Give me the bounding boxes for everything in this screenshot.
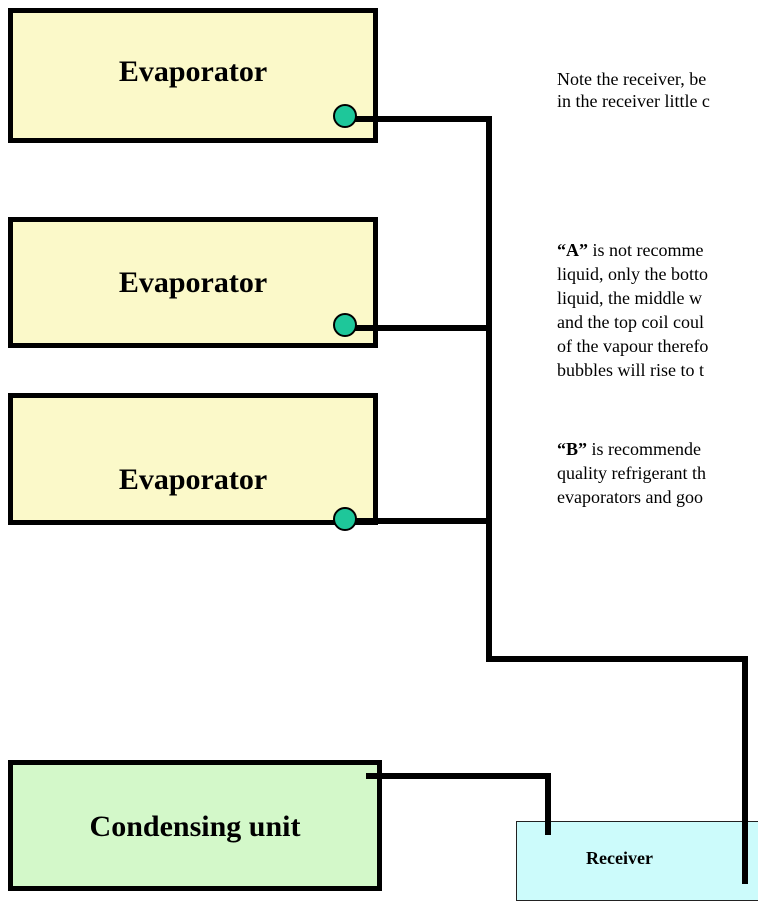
liquid-header-pipe: [486, 116, 492, 662]
note-b-key: “B”: [557, 439, 588, 459]
note-a-line-3: liquid, the middle w: [557, 288, 702, 308]
note-a-key: “A”: [557, 240, 588, 260]
receiver-inlet-pipe-inner: [545, 821, 551, 835]
evaporator-1-connector-icon: [333, 104, 357, 128]
evaporator-box-1: Evaporator: [8, 8, 378, 143]
receiver-note-line-2: in the receiver little c: [557, 91, 710, 111]
evaporator-1-outlet-pipe: [352, 116, 492, 122]
condensing-unit-label: Condensing unit: [89, 810, 301, 843]
receiver-note-line-1: Note the receiver, be: [557, 69, 707, 89]
receiver-label: Receiver: [586, 848, 653, 868]
evaporator-label-1: Evaporator: [118, 55, 268, 88]
note-b-line-3: evaporators and goo: [557, 487, 703, 507]
receiver-dip-pipe: [742, 656, 748, 884]
note-b-line-1: “B” is recommende: [557, 438, 701, 460]
evaporator-box-2: Evaporator: [8, 217, 378, 348]
note-a-line-1: “A” is not recomme: [557, 239, 703, 261]
liquid-line-horizontal-pipe: [486, 656, 748, 662]
note-b-text-1: is recommende: [587, 439, 701, 459]
evaporator-box-3: Evaporator: [8, 393, 378, 525]
note-b-line-2: quality refrigerant th: [557, 463, 706, 483]
receiver-box: Receiver: [516, 821, 758, 901]
receiver-inlet-pipe: [545, 773, 551, 835]
evaporator-label-2: Evaporator: [118, 266, 268, 299]
note-a-line-6: bubbles will rise to t: [557, 360, 704, 380]
evaporator-2-outlet-pipe: [352, 325, 492, 331]
note-a-text-1: is not recomme: [588, 240, 704, 260]
note-a-line-2: liquid, only the botto: [557, 264, 708, 284]
evaporator-3-outlet-pipe: [352, 518, 492, 524]
evaporator-2-connector-icon: [333, 313, 357, 337]
condenser-outlet-pipe: [366, 773, 551, 779]
evaporator-3-connector-icon: [333, 507, 357, 531]
evaporator-label-3: Evaporator: [118, 463, 268, 496]
receiver-dip-pipe-inner: [742, 821, 748, 884]
note-a-line-5: of the vapour therefo: [557, 336, 709, 356]
condensing-unit-box: Condensing unit: [8, 760, 382, 891]
note-a-line-4: and the top coil coul: [557, 312, 704, 332]
